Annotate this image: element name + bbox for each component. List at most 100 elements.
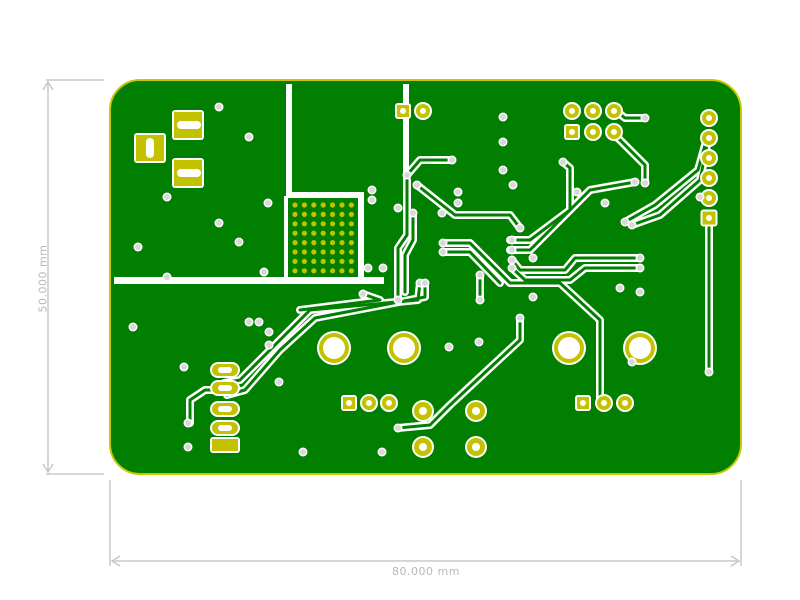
via xyxy=(440,240,446,246)
header-pin-pad-hole xyxy=(706,115,712,121)
via xyxy=(395,205,401,211)
via xyxy=(509,265,515,271)
bga-ball xyxy=(311,211,317,217)
pin-pad-hole xyxy=(569,108,575,114)
bga-ball xyxy=(301,221,307,227)
trace xyxy=(225,281,427,397)
bga-ball xyxy=(339,221,345,227)
bga-ball xyxy=(320,258,326,264)
bga-ball xyxy=(311,240,317,246)
pin1-square-pad-hole xyxy=(569,129,575,135)
via xyxy=(509,237,515,243)
header-pin1-pad-hole xyxy=(706,215,712,221)
switch-pad-hole xyxy=(419,443,427,451)
bga-ball xyxy=(301,258,307,264)
pin1-square-pad-hole xyxy=(346,400,352,406)
oval-pad-hole xyxy=(218,425,232,431)
bga-ball xyxy=(320,249,326,255)
bga-ball xyxy=(339,258,345,264)
trace xyxy=(403,211,415,294)
bga-ball xyxy=(348,258,354,264)
bga-ball xyxy=(311,221,317,227)
via xyxy=(500,114,506,120)
via xyxy=(404,172,410,178)
bga-ball xyxy=(292,221,298,227)
via xyxy=(414,182,420,188)
bga-ball xyxy=(301,230,307,236)
bga-ball xyxy=(311,230,317,236)
vias xyxy=(128,102,714,457)
mounting-pad-hole xyxy=(393,337,415,359)
switch-pad-hole xyxy=(472,443,480,451)
trace xyxy=(396,178,409,302)
bga-ball xyxy=(339,202,345,208)
header-pin-pad-hole xyxy=(706,195,712,201)
pad-slot xyxy=(177,169,201,177)
via xyxy=(477,272,483,278)
bga-ball xyxy=(348,240,354,246)
via xyxy=(369,187,375,193)
bga-ball xyxy=(311,258,317,264)
bga-ball xyxy=(320,211,326,217)
pin-pad-hole xyxy=(601,400,607,406)
bga-ball xyxy=(292,240,298,246)
bga-ball xyxy=(348,268,354,274)
via xyxy=(697,194,703,200)
bga-ball xyxy=(301,249,307,255)
bga-ball xyxy=(339,249,345,255)
via xyxy=(517,315,523,321)
oval-pad-hole xyxy=(218,406,232,412)
board-outline xyxy=(109,79,742,475)
pin-pad-hole xyxy=(611,108,617,114)
via xyxy=(637,255,643,261)
dim-arrow-left xyxy=(110,555,121,567)
pad-slot xyxy=(177,121,201,129)
bga-ball xyxy=(292,230,298,236)
via xyxy=(410,210,416,216)
via xyxy=(617,285,623,291)
via xyxy=(706,369,712,375)
via xyxy=(440,249,446,255)
pad-slot xyxy=(146,138,154,158)
via xyxy=(455,189,461,195)
via xyxy=(216,104,222,110)
via xyxy=(517,225,523,231)
width-dimension-label: 80.000 mm xyxy=(392,565,460,578)
via xyxy=(637,289,643,295)
bga-ball xyxy=(348,221,354,227)
via xyxy=(509,257,515,263)
via xyxy=(510,182,516,188)
bga-ball xyxy=(330,221,336,227)
via xyxy=(629,222,635,228)
dim-arrow-right xyxy=(730,555,741,567)
via xyxy=(265,200,271,206)
via xyxy=(422,280,428,286)
trace xyxy=(396,316,522,430)
mounting-pad-hole xyxy=(323,337,345,359)
oval-pad-hole xyxy=(218,385,232,391)
trace xyxy=(298,292,382,312)
bga-ball xyxy=(330,268,336,274)
pin-pad-hole xyxy=(366,400,372,406)
pin1-square-pad-hole xyxy=(400,108,406,114)
bga-ball xyxy=(301,202,307,208)
via xyxy=(185,420,191,426)
via xyxy=(476,339,482,345)
via xyxy=(642,115,648,121)
mounting-pad-hole xyxy=(558,337,580,359)
trace xyxy=(508,180,637,252)
bga-ball xyxy=(311,249,317,255)
via xyxy=(509,247,515,253)
trace xyxy=(415,183,522,230)
via xyxy=(276,379,282,385)
bga-ball xyxy=(348,230,354,236)
bga-ball xyxy=(339,268,345,274)
bga-ball xyxy=(320,268,326,274)
via xyxy=(530,294,536,300)
pin-pad-hole xyxy=(622,400,628,406)
via xyxy=(164,194,170,200)
via xyxy=(216,220,222,226)
dim-arrow-down xyxy=(42,463,54,474)
pads xyxy=(134,102,718,458)
